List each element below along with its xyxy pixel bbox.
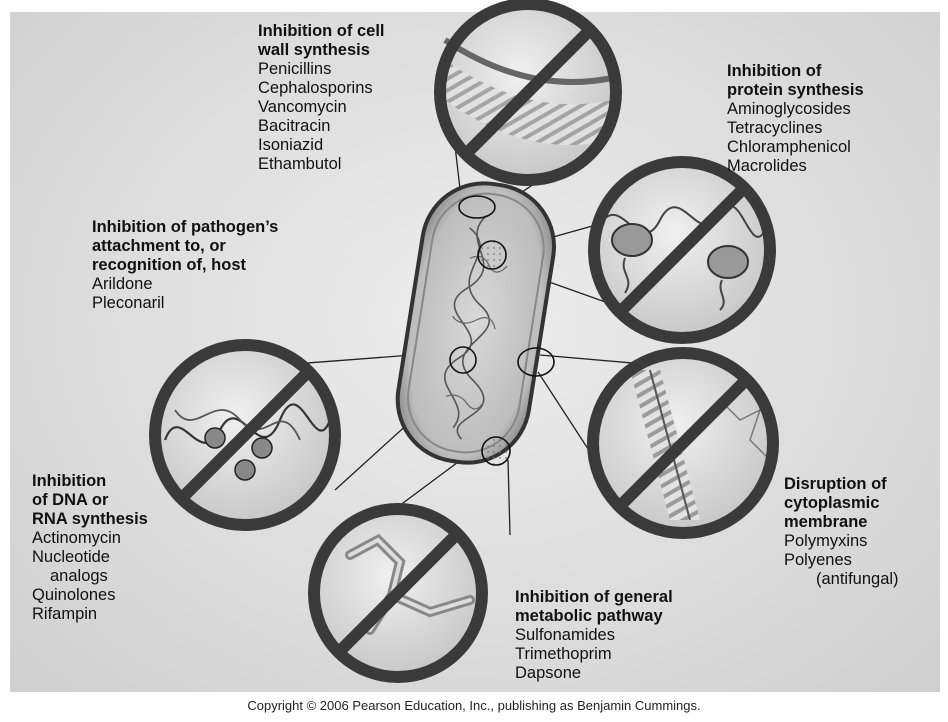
protein-title-line1: Inhibition of <box>727 62 864 81</box>
cell-wall-label: Inhibition of cell wall synthesis Penici… <box>258 22 385 174</box>
drug-item: Ethambutol <box>258 155 385 174</box>
dna-rna-label: Inhibition of DNA or RNA synthesis Actin… <box>32 472 148 624</box>
drug-item: (antifungal) <box>784 570 899 589</box>
drug-item: Sulfonamides <box>515 626 673 645</box>
drug-item: Pleconaril <box>92 294 278 313</box>
dna-title-line1: Inhibition <box>32 472 148 491</box>
cell-wall-title-line1: Inhibition of cell <box>258 22 385 41</box>
membrane-zoom-circle <box>593 353 773 533</box>
drug-item: Chloramphenicol <box>727 138 864 157</box>
bacterial-cell <box>389 174 563 471</box>
membrane-title-line1: Disruption of <box>784 475 899 494</box>
drug-item: Polyenes <box>784 551 899 570</box>
drug-item: Aminoglycosides <box>727 100 864 119</box>
cell-wall-zoom-circle <box>440 4 616 180</box>
drug-item: Trimethoprim <box>515 645 673 664</box>
cell-wall-title-line2: wall synthesis <box>258 41 385 60</box>
protein-title-line2: protein synthesis <box>727 81 864 100</box>
drug-item: Actinomycin <box>32 529 148 548</box>
dna-rna-zoom-circle <box>155 345 335 525</box>
membrane-label: Disruption of cytoplasmic membrane Polym… <box>784 475 899 589</box>
drug-item: Penicillins <box>258 60 385 79</box>
drug-item: analogs <box>32 567 148 586</box>
attachment-title-line1: Inhibition of pathogen’s <box>92 218 278 237</box>
drug-item: Arildone <box>92 275 278 294</box>
metabolic-title-line2: metabolic pathway <box>515 607 673 626</box>
metabolic-title-line1: Inhibition of general <box>515 588 673 607</box>
metabolic-label: Inhibition of general metabolic pathway … <box>515 588 673 683</box>
attachment-title-line3: recognition of, host <box>92 256 278 275</box>
drug-item: Tetracyclines <box>727 119 864 138</box>
attachment-title-line2: attachment to, or <box>92 237 278 256</box>
attachment-label: Inhibition of pathogen’s attachment to, … <box>92 218 278 313</box>
dna-title-line3: RNA synthesis <box>32 510 148 529</box>
protein-synthesis-zoom-circle <box>594 162 770 338</box>
drug-item: Nucleotide <box>32 548 148 567</box>
drug-item: Vancomycin <box>258 98 385 117</box>
membrane-title-line2: cytoplasmic <box>784 494 899 513</box>
drug-item: Bacitracin <box>258 117 385 136</box>
protein-synthesis-label: Inhibition of protein synthesis Aminogly… <box>727 62 864 176</box>
drug-item: Dapsone <box>515 664 673 683</box>
dna-title-line2: of DNA or <box>32 491 148 510</box>
drug-item: Cephalosporins <box>258 79 385 98</box>
drug-item: Polymyxins <box>784 532 899 551</box>
drug-item: Isoniazid <box>258 136 385 155</box>
copyright-text: Copyright © 2006 Pearson Education, Inc.… <box>0 698 948 713</box>
membrane-title-line3: membrane <box>784 513 899 532</box>
metabolic-zoom-circle <box>314 509 482 677</box>
drug-item: Rifampin <box>32 605 148 624</box>
drug-item: Macrolides <box>727 157 864 176</box>
drug-item: Quinolones <box>32 586 148 605</box>
